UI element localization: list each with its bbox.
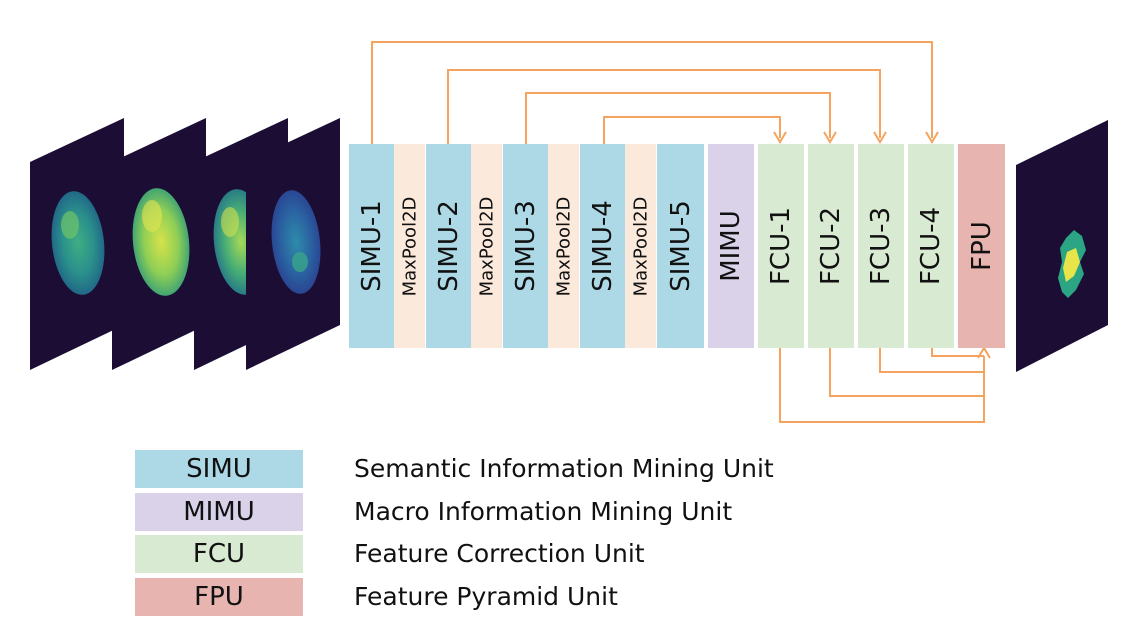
maxpool-1-label: MaxPool2D (399, 196, 421, 296)
legend-swatch-simu: SIMU (135, 450, 303, 488)
legend-text-fpu: Feature Pyramid Unit (354, 582, 618, 611)
input-slice-1 (30, 118, 124, 370)
simu-3-label: SIMU-3 (510, 200, 541, 292)
maxpool-4-label: MaxPool2D (630, 196, 652, 296)
legend-abbr-mimu: MIMU (183, 497, 255, 527)
skip-connections-top (371, 41, 933, 144)
legend-swatch-fcu: FCU (135, 535, 303, 573)
fcu-1-label: FCU-1 (766, 206, 797, 286)
maxpool-2-block: MaxPool2D (471, 144, 502, 348)
link-fcu2-fpu (829, 348, 984, 397)
mimu-block: MIMU (708, 144, 754, 348)
fcu-2-label: FCU-2 (816, 206, 847, 286)
simu-3-block: SIMU-3 (503, 144, 548, 348)
input-slice-2 (112, 118, 206, 370)
simu-2-label: SIMU-2 (433, 200, 464, 292)
legend-abbr-simu: SIMU (186, 454, 252, 484)
pyramid-connections-bottom (779, 346, 991, 423)
fcu-4-block: FCU-4 (908, 144, 954, 348)
legend-swatch-mimu: MIMU (135, 493, 303, 531)
legend-text-fcu: Feature Correction Unit (354, 539, 645, 568)
maxpool-2-label: MaxPool2D (476, 196, 498, 296)
fcu-3-block: FCU-3 (858, 144, 904, 348)
fpu-block: FPU (958, 144, 1005, 348)
legend-abbr-fcu: FCU (192, 539, 246, 569)
legend-text-mimu: Macro Information Mining Unit (354, 497, 733, 526)
maxpool-3-label: MaxPool2D (553, 196, 575, 296)
simu-2-block: SIMU-2 (426, 144, 471, 348)
link-fcu1-fpu (779, 348, 985, 423)
fcu-2-block: FCU-2 (808, 144, 854, 348)
legend-text-simu: Semantic Information Mining Unit (354, 454, 774, 483)
simu-4-label: SIMU-4 (587, 200, 618, 292)
simu-5-block: SIMU-5 (657, 144, 704, 348)
simu-1-label: SIMU-1 (356, 200, 387, 292)
link-fcu3-fpu (879, 348, 984, 373)
skip-simu1-fcu4 (371, 41, 933, 144)
link-fcu4-fpu (931, 348, 984, 357)
skip-arrowheads-top (773, 131, 939, 144)
maxpool-1-block: MaxPool2D (394, 144, 425, 348)
fcu-4-label: FCU-4 (916, 206, 947, 286)
fcu-1-block: FCU-1 (758, 144, 804, 348)
maxpool-4-block: MaxPool2D (625, 144, 656, 348)
simu-5-label: SIMU-5 (665, 200, 696, 292)
skip-simu3-fcu2 (525, 92, 831, 144)
input-slice-4 (246, 118, 340, 370)
skip-simu2-fcu3 (447, 69, 881, 144)
maxpool-3-block: MaxPool2D (548, 144, 579, 348)
output-slice (1016, 120, 1108, 372)
simu-1-block: SIMU-1 (349, 144, 394, 348)
skip-simu4-fcu1 (603, 116, 781, 144)
legend-swatch-fpu: FPU (135, 578, 303, 616)
legend-abbr-fpu: FPU (194, 582, 244, 612)
fpu-label: FPU (966, 221, 997, 271)
simu-4-block: SIMU-4 (580, 144, 625, 348)
mimu-label: MIMU (716, 210, 747, 282)
fcu-3-label: FCU-3 (866, 206, 897, 286)
